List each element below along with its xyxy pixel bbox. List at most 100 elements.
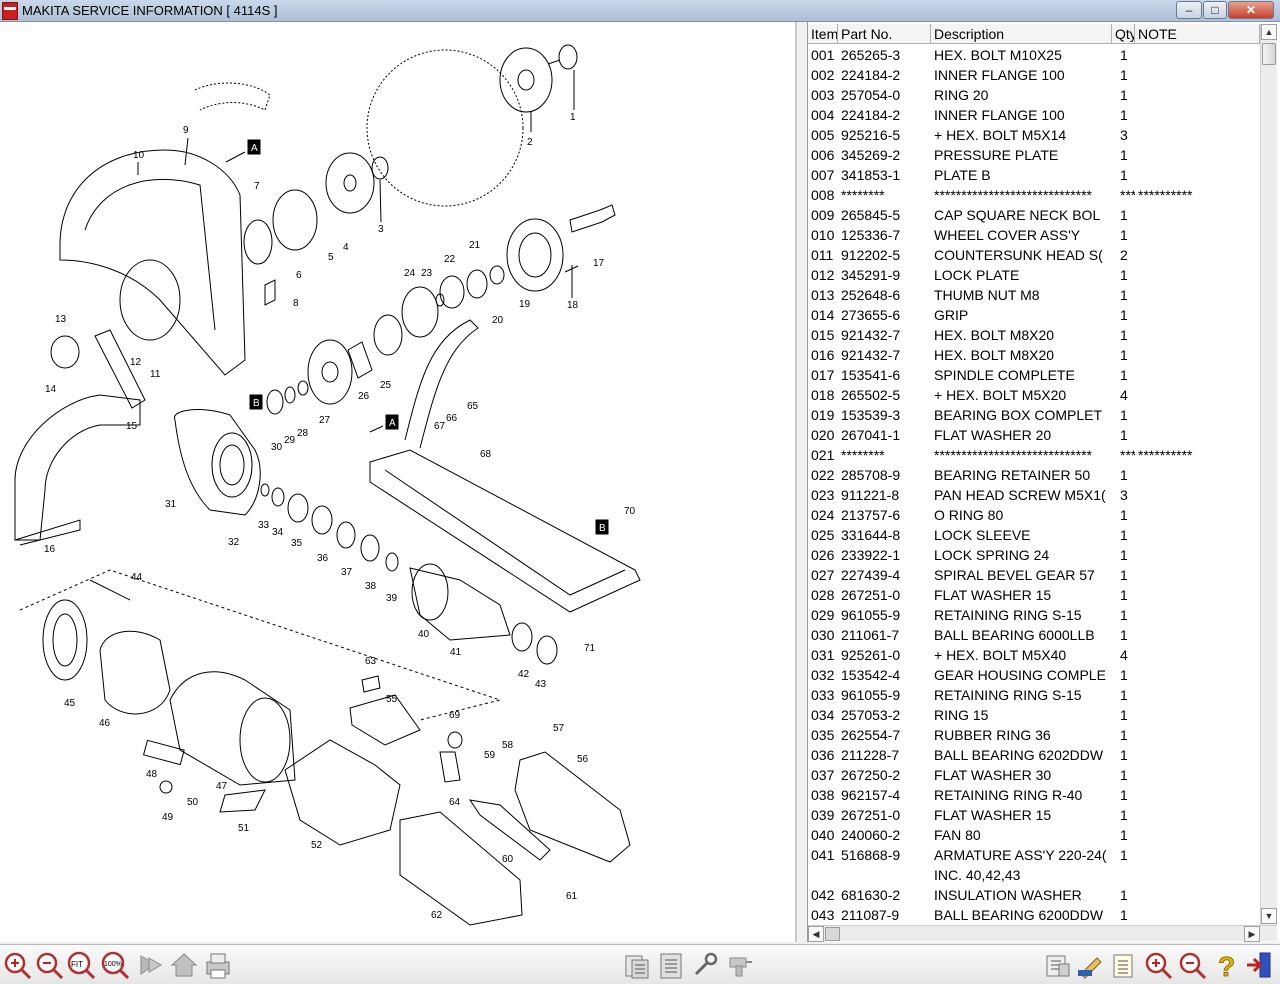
cell-part-no: 265265-3 — [841, 47, 901, 63]
home-button[interactable] — [169, 950, 199, 980]
help-button[interactable]: ? — [1211, 950, 1241, 980]
horizontal-scrollbar[interactable]: ◀ ▶ — [808, 925, 1277, 942]
maximize-button[interactable]: □ — [1203, 1, 1227, 19]
zoom-in-button[interactable] — [2, 950, 32, 980]
cell-item: 024 — [811, 507, 835, 523]
column-header-description[interactable]: Description — [931, 24, 1112, 43]
page-forward-button[interactable] — [135, 950, 165, 980]
zoom-fit-button[interactable]: FIT — [66, 950, 96, 980]
cell-qty: 1 — [1120, 747, 1128, 763]
page-forward-icon — [140, 955, 162, 975]
exit-button[interactable] — [1244, 950, 1274, 980]
cell-item — [808, 865, 838, 885]
cell-description: + HEX. BOLT M5X14 — [934, 127, 1067, 143]
column-header-part-no[interactable]: Part No. — [838, 24, 931, 43]
scrollbar-thumb[interactable] — [1262, 43, 1276, 65]
parts-list-button[interactable] — [622, 950, 652, 980]
zoom-in-button-2[interactable] — [1143, 950, 1173, 980]
scroll-left-arrow-icon[interactable]: ◀ — [808, 926, 824, 942]
cell-description: WHEEL COVER ASS'Y — [934, 227, 1081, 243]
horizontal-scrollbar-thumb[interactable] — [825, 927, 840, 941]
cell-part-no: 341853-1 — [841, 167, 901, 183]
drill-button[interactable] — [724, 950, 754, 980]
notes-button[interactable] — [1108, 950, 1138, 980]
cell-note — [1135, 345, 1260, 365]
cell-note — [1135, 245, 1260, 265]
report-button[interactable] — [1043, 950, 1073, 980]
cell-description: INNER FLANGE 100 — [934, 67, 1065, 83]
table-row[interactable]: 008*************************************… — [808, 185, 1260, 205]
document-button[interactable] — [656, 950, 686, 980]
vertical-scrollbar[interactable]: ▲ ▼ — [1260, 24, 1277, 925]
table-row[interactable]: 021*************************************… — [808, 445, 1260, 465]
pane-splitter[interactable] — [797, 22, 807, 942]
cell-item: 043 — [811, 907, 835, 923]
edit-button[interactable] — [1075, 950, 1105, 980]
cell-description: ***************************** — [934, 187, 1092, 203]
close-button[interactable]: ✕ — [1228, 1, 1274, 19]
cell-item: 010 — [811, 227, 835, 243]
scroll-down-arrow-icon[interactable]: ▼ — [1261, 908, 1277, 924]
zoom-out-button[interactable] — [34, 950, 64, 980]
cell-qty: 1 — [1120, 887, 1128, 903]
exploded-view-drawing[interactable]: 1 2 3 4 5 6 7 8 9 10 11 12 13 14 15 16 1… — [0, 22, 797, 942]
column-header-note[interactable]: NOTE — [1135, 24, 1260, 43]
cell-part-no: 153542-4 — [841, 667, 901, 683]
zoom-out-button-2[interactable] — [1177, 950, 1207, 980]
tools-button[interactable] — [690, 950, 720, 980]
cell-note — [1135, 665, 1260, 685]
bearing-box-shape — [506, 218, 564, 292]
minimize-button[interactable]: ‒ — [1176, 1, 1202, 19]
scroll-right-arrow-icon[interactable]: ▶ — [1244, 926, 1260, 942]
scroll-up-arrow-icon[interactable]: ▲ — [1261, 24, 1277, 40]
print-button[interactable] — [203, 950, 233, 980]
table-row[interactable]: INC. 40,42,43 — [808, 865, 1260, 885]
print-icon — [206, 953, 230, 979]
zoom-100-button[interactable]: 100% — [100, 950, 130, 980]
column-header-qty[interactable]: Qty — [1112, 24, 1135, 43]
column-header-item[interactable]: Item — [808, 24, 838, 43]
cell-part-no: ******** — [841, 447, 885, 463]
